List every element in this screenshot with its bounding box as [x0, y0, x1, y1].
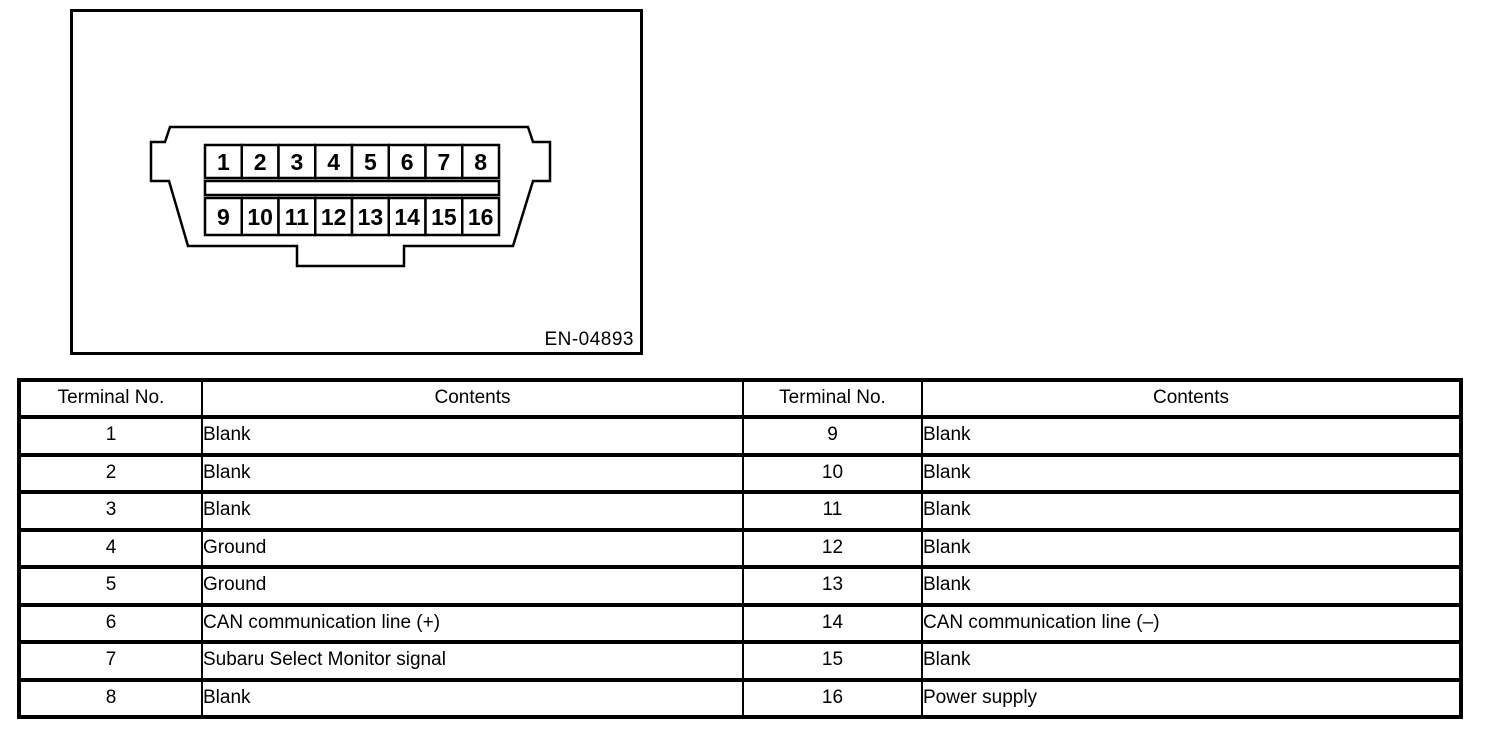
pin-number: 11 — [285, 204, 310, 230]
terminal-contents-cell: Blank — [201, 415, 744, 457]
pin-number: 14 — [394, 204, 420, 230]
terminal-contents-cell: Blank — [921, 565, 1462, 607]
pin-box — [461, 143, 501, 180]
terminal-contents-cell: Power supply — [921, 677, 1462, 719]
terminal-contents-cell: Blank — [201, 677, 744, 719]
header-contents-left: Contents — [201, 378, 744, 419]
pin-number: 3 — [290, 149, 303, 175]
table-header-row: Terminal No. Contents Terminal No. Conte… — [18, 378, 1462, 419]
pin-number: 6 — [401, 149, 414, 175]
terminal-contents-cell: Ground — [201, 527, 744, 569]
header-contents-right: Contents — [921, 378, 1462, 419]
pin-box — [387, 143, 427, 180]
terminal-table: Terminal No. Contents Terminal No. Conte… — [17, 378, 1463, 719]
terminal-number-cell: 14 — [742, 602, 923, 644]
terminal-number-cell: 15 — [742, 640, 923, 682]
terminal-number-cell: 16 — [742, 677, 923, 719]
pin-number: 15 — [431, 204, 457, 230]
figure-code-label: EN-04893 — [544, 329, 634, 350]
pin-box — [424, 143, 464, 180]
terminal-table-grid: Terminal No. Contents Terminal No. Conte… — [17, 378, 1463, 719]
terminal-number-cell: 6 — [18, 602, 203, 644]
pin-number: 8 — [474, 149, 487, 175]
terminal-number-cell: 13 — [742, 565, 923, 607]
pin-number: 5 — [364, 149, 377, 175]
header-terminal-no-left: Terminal No. — [18, 378, 203, 419]
terminal-contents-cell: CAN communication line (+) — [201, 602, 744, 644]
terminal-number-cell: 12 — [742, 527, 923, 569]
connector-center-band — [203, 179, 501, 197]
terminal-contents-cell: Ground — [201, 565, 744, 607]
pin-number: 16 — [468, 204, 494, 230]
terminal-number-cell: 7 — [18, 640, 203, 682]
pin-box — [387, 196, 427, 237]
pin-box — [350, 143, 390, 180]
pin-box — [461, 196, 501, 237]
terminal-contents-cell: CAN communication line (–) — [921, 602, 1462, 644]
terminal-contents-cell: Subaru Select Monitor signal — [201, 640, 744, 682]
pin-number: 1 — [217, 149, 230, 175]
terminal-contents-cell: Blank — [921, 452, 1462, 494]
pin-box — [314, 143, 354, 180]
pin-number: 9 — [217, 204, 230, 230]
terminal-contents-cell: Blank — [201, 452, 744, 494]
terminal-number-cell: 5 — [18, 565, 203, 607]
terminal-contents-cell: Blank — [921, 640, 1462, 682]
terminal-number-cell: 11 — [742, 490, 923, 532]
terminal-number-cell: 3 — [18, 490, 203, 532]
pin-number: 4 — [327, 149, 340, 175]
terminal-contents-cell: Blank — [921, 415, 1462, 457]
pin-box — [240, 143, 280, 180]
terminal-number-cell: 9 — [742, 415, 923, 457]
header-terminal-no-right: Terminal No. — [742, 378, 923, 419]
terminal-number-cell: 2 — [18, 452, 203, 494]
pin-number: 2 — [254, 149, 267, 175]
terminal-number-cell: 10 — [742, 452, 923, 494]
terminal-number-cell: 8 — [18, 677, 203, 719]
pin-number: 7 — [437, 149, 450, 175]
terminal-number-cell: 1 — [18, 415, 203, 457]
terminal-contents-cell: Blank — [921, 527, 1462, 569]
terminal-contents-cell: Blank — [921, 490, 1462, 532]
terminal-contents-cell: Blank — [201, 490, 744, 532]
terminal-number-cell: 4 — [18, 527, 203, 569]
pin-number: 12 — [321, 204, 347, 230]
pin-number: 10 — [247, 204, 273, 230]
pin-number: 13 — [358, 204, 384, 230]
